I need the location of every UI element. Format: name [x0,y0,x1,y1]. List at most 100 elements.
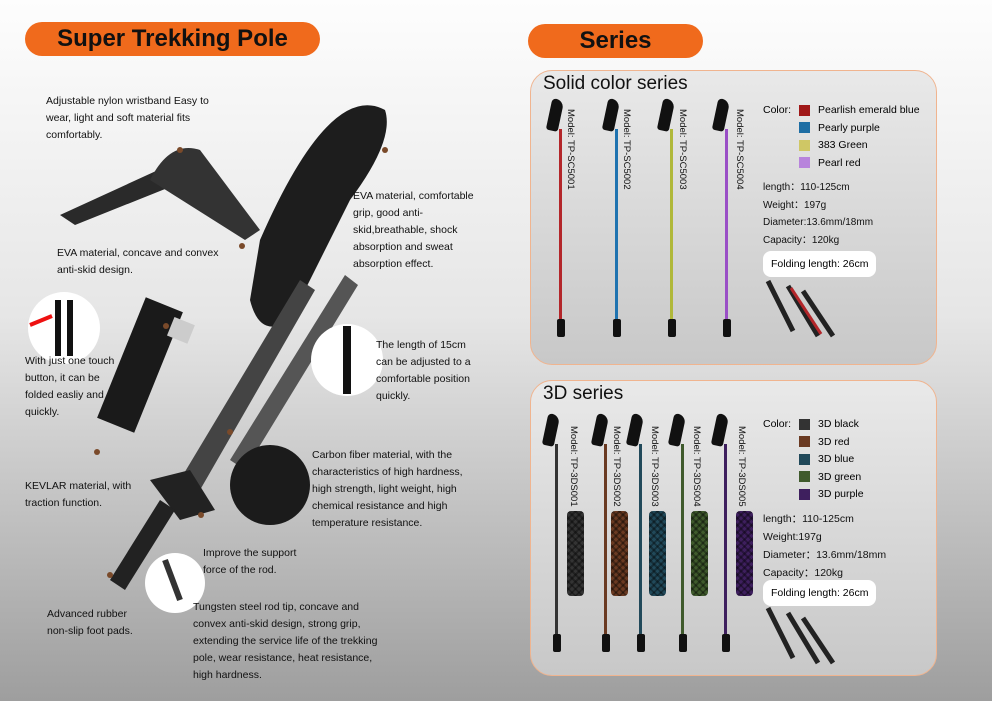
spec-weight: Weight:197g [763,531,822,543]
pole-shaft [724,444,727,634]
color-option: 3D black [799,418,859,430]
pole-handle [667,413,687,447]
pole-tip [613,319,621,337]
color-name: 3D green [818,470,862,483]
pole-shaft [681,444,684,634]
pole-handle [656,98,676,132]
pole-handle [601,98,621,132]
pole-tip [557,319,565,337]
note-length: The length of 15cm can be adjusted to a … [376,339,471,402]
model-label: Model: TP-3DS001 [568,426,579,507]
model-label: Model: TP-3DS002 [611,426,622,507]
spec-length: length：110-125cm [763,513,854,525]
model-label: Model: TP-3DS003 [649,426,660,507]
color-option: 3D blue [799,453,854,465]
3d-series-panel: 3D series Model: TP-3DS001 Model: TP-3DS… [530,380,937,676]
color-name: 3D red [818,435,850,448]
pole-tip [668,319,676,337]
note-eva-grip: EVA material, comfortable grip, good ant… [353,190,474,270]
color-label: Color: [763,104,792,116]
color-swatch [799,436,810,448]
spec-diameter: Diameter：13.6mm/18mm [763,549,887,561]
spec-list: length：110-125cm Weight：197g Diameter:13… [763,179,873,249]
pole-handle [711,98,731,132]
spec-weight: Weight：197g [763,199,827,211]
grip-sample [611,511,628,596]
color-name: Pearly purple [818,121,880,134]
color-option: 3D green [799,471,861,483]
color-name: 383 Green [818,139,868,151]
model-label: Model: TP-3DS004 [691,426,702,507]
model-label: Model: TP-SC5001 [565,109,576,190]
folded-pole-image [765,606,836,665]
pole-tip [602,634,610,652]
model-label: Model: TP-SC5004 [734,109,745,190]
color-name: Pearl red [818,156,861,169]
spec-capacity: Capacity：120kg [763,234,840,246]
spec-list: length：110-125cm Weight:197g Diameter：13… [763,510,886,582]
note-wristband: Adjustable nylon wristband Easy to wear,… [46,95,209,141]
color-label: Color: [763,418,792,430]
pole-shaft [639,444,642,634]
color-name: 3D blue [818,453,855,465]
grip-sample [736,511,753,596]
grip-sample [691,511,708,596]
grip-sample [649,511,666,596]
pole-handle [625,413,645,447]
color-name: 3D black [818,418,859,430]
color-swatch [799,488,810,500]
note-carbon: Carbon fiber material, with the characte… [312,449,463,529]
note-support: Improve the support force of the rod. [203,547,297,576]
color-swatch [799,418,810,430]
spec-length: length：110-125cm [763,182,850,193]
grip-sample [567,511,584,596]
panel-title: 3D series [543,383,624,404]
color-option: 383 Green [799,139,868,151]
color-option: Pearlish emerald blue [799,104,920,116]
color-option: 3D purple [799,488,864,500]
color-swatch [799,453,810,465]
pole-handle [545,98,565,132]
pole-shaft [604,444,607,634]
model-label: Model: TP-SC5003 [677,109,688,190]
pole-handle [710,413,730,447]
note-foot-pads: Advanced rubber non-slip foot pads. [47,608,133,637]
note-tungsten-tip: Tungsten steel rod tip, concave and conv… [193,601,378,681]
pole-tip [722,634,730,652]
pole-shaft [670,129,673,319]
panel-title: Solid color series [543,73,688,94]
color-name: Pearlish emerald blue [818,104,920,116]
pole-shaft [555,444,558,634]
spec-diameter: Diameter:13.6mm/18mm [763,217,874,228]
pole-tip [723,319,731,337]
color-option: Pearl red [799,157,861,169]
pole-shaft [725,129,728,319]
color-swatch [799,157,810,169]
page-title: Super Trekking Pole [25,22,320,56]
pole-shaft [615,129,618,319]
model-label: Model: TP-3DS005 [736,426,747,507]
color-swatch [799,471,810,483]
trekking-pole-illustration [29,105,388,602]
color-swatch [799,122,810,134]
color-swatch [799,139,810,151]
spec-capacity: Capacity：120kg [763,567,843,579]
pole-tip [637,634,645,652]
note-kevlar: KEVLAR material, with traction function. [25,480,132,509]
color-option: 3D red [799,436,850,448]
color-option: Pearly purple [799,122,880,134]
color-name: 3D purple [818,488,864,500]
note-button: With just one touch button, it can be fo… [25,355,115,418]
pole-handle [590,413,610,447]
pole-handle [541,413,561,447]
folded-pole-image [765,279,836,338]
note-eva-design: EVA material, concave and convex anti-sk… [57,247,219,276]
model-label: Model: TP-SC5002 [621,109,632,190]
pole-tip [553,634,561,652]
solid-color-series-panel: Solid color series Model: TP-SC5001 Mode… [530,70,937,365]
folding-length-bubble: Folding length: 26cm [763,580,877,606]
pole-shaft [559,129,562,319]
color-swatch [799,104,810,116]
series-title: Series [528,24,703,58]
pole-tip [679,634,687,652]
